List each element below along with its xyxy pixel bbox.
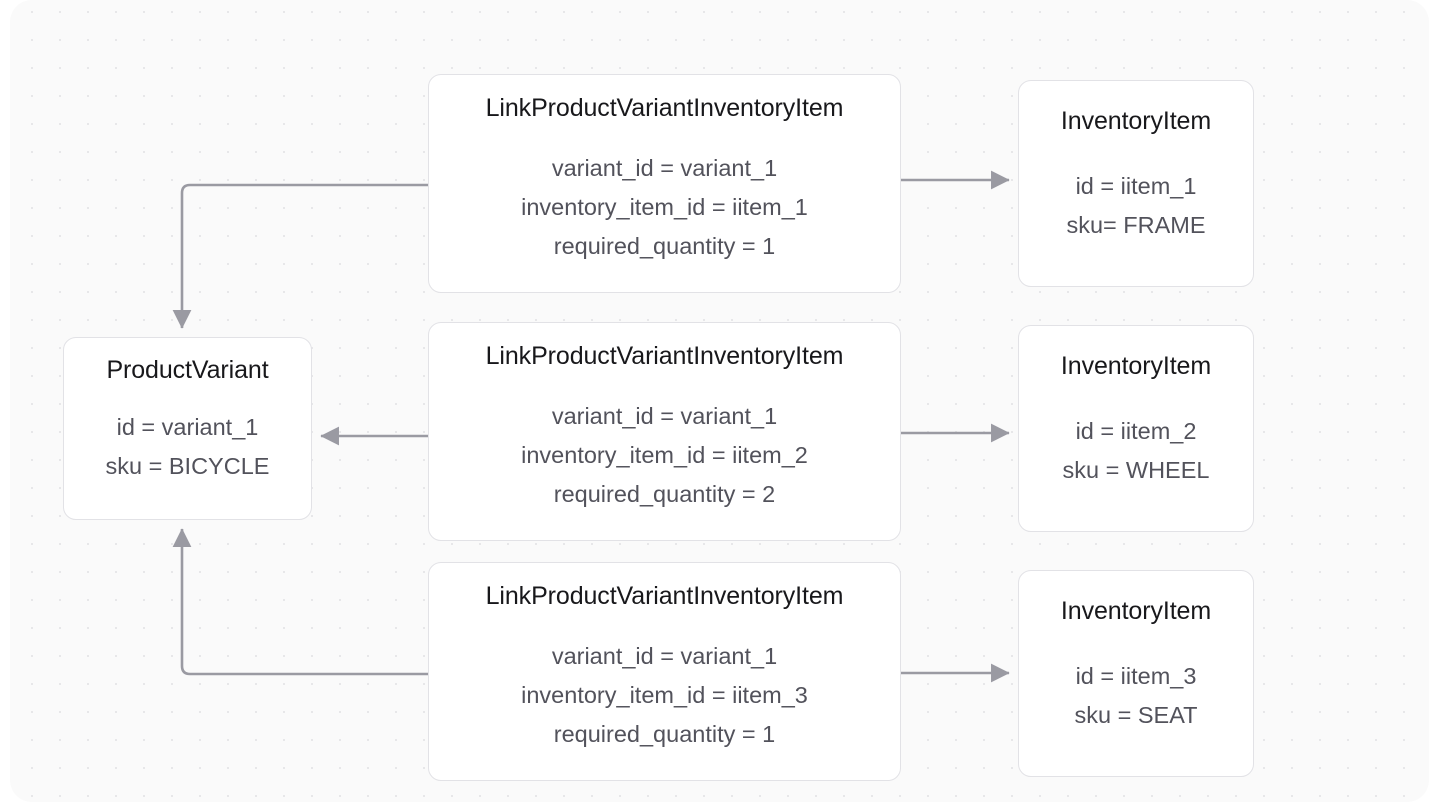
attribute-row: sku= FRAME [1066,211,1206,238]
node-title: LinkProductVariantInventoryItem [485,582,844,610]
node-inventory-item-3[interactable]: InventoryItem id = iitem_3 sku = SEAT [1018,570,1254,777]
attribute-row: variant_id = variant_1 [551,154,778,181]
node-attributes: variant_id = variant_1 inventory_item_id… [521,637,808,754]
attribute-row: id = variant_1 [116,413,259,440]
attribute-row: variant_id = variant_1 [551,642,778,669]
attribute-row: inventory_item_id = iitem_3 [521,681,808,708]
node-attributes: id = iitem_2 sku = WHEEL [1063,412,1210,490]
attribute-row: id = iitem_2 [1075,417,1197,444]
attribute-row: sku = SEAT [1074,701,1198,728]
attribute-row: variant_id = variant_1 [551,402,778,429]
node-attributes: id = iitem_1 sku= FRAME [1066,167,1205,245]
node-title: LinkProductVariantInventoryItem [485,342,844,370]
node-attributes: id = iitem_3 sku = SEAT [1075,657,1198,735]
node-link-product-variant-inventory-item-3[interactable]: LinkProductVariantInventoryItem variant_… [428,562,901,781]
node-attributes: id = variant_1 sku = BICYCLE [106,408,270,486]
node-inventory-item-1[interactable]: InventoryItem id = iitem_1 sku= FRAME [1018,80,1254,287]
attribute-row: inventory_item_id = iitem_1 [521,193,808,220]
node-title: LinkProductVariantInventoryItem [485,94,844,122]
attribute-row: required_quantity = 2 [553,480,776,507]
node-attributes: variant_id = variant_1 inventory_item_id… [521,149,808,266]
attribute-row: id = iitem_3 [1075,662,1197,689]
node-title: ProductVariant [106,356,269,384]
attribute-row: sku = WHEEL [1062,456,1210,483]
attribute-row: inventory_item_id = iitem_2 [521,441,808,468]
node-title: InventoryItem [1060,597,1212,625]
node-product-variant[interactable]: ProductVariant id = variant_1 sku = BICY… [63,337,312,520]
attribute-row: required_quantity = 1 [553,720,776,747]
attribute-row: id = iitem_1 [1075,172,1197,199]
node-inventory-item-2[interactable]: InventoryItem id = iitem_2 sku = WHEEL [1018,325,1254,532]
node-attributes: variant_id = variant_1 inventory_item_id… [521,397,808,514]
attribute-row: required_quantity = 1 [553,232,776,259]
attribute-row: sku = BICYCLE [105,452,270,479]
node-title: InventoryItem [1060,352,1212,380]
node-link-product-variant-inventory-item-2[interactable]: LinkProductVariantInventoryItem variant_… [428,322,901,541]
node-link-product-variant-inventory-item-1[interactable]: LinkProductVariantInventoryItem variant_… [428,74,901,293]
node-title: InventoryItem [1060,107,1212,135]
